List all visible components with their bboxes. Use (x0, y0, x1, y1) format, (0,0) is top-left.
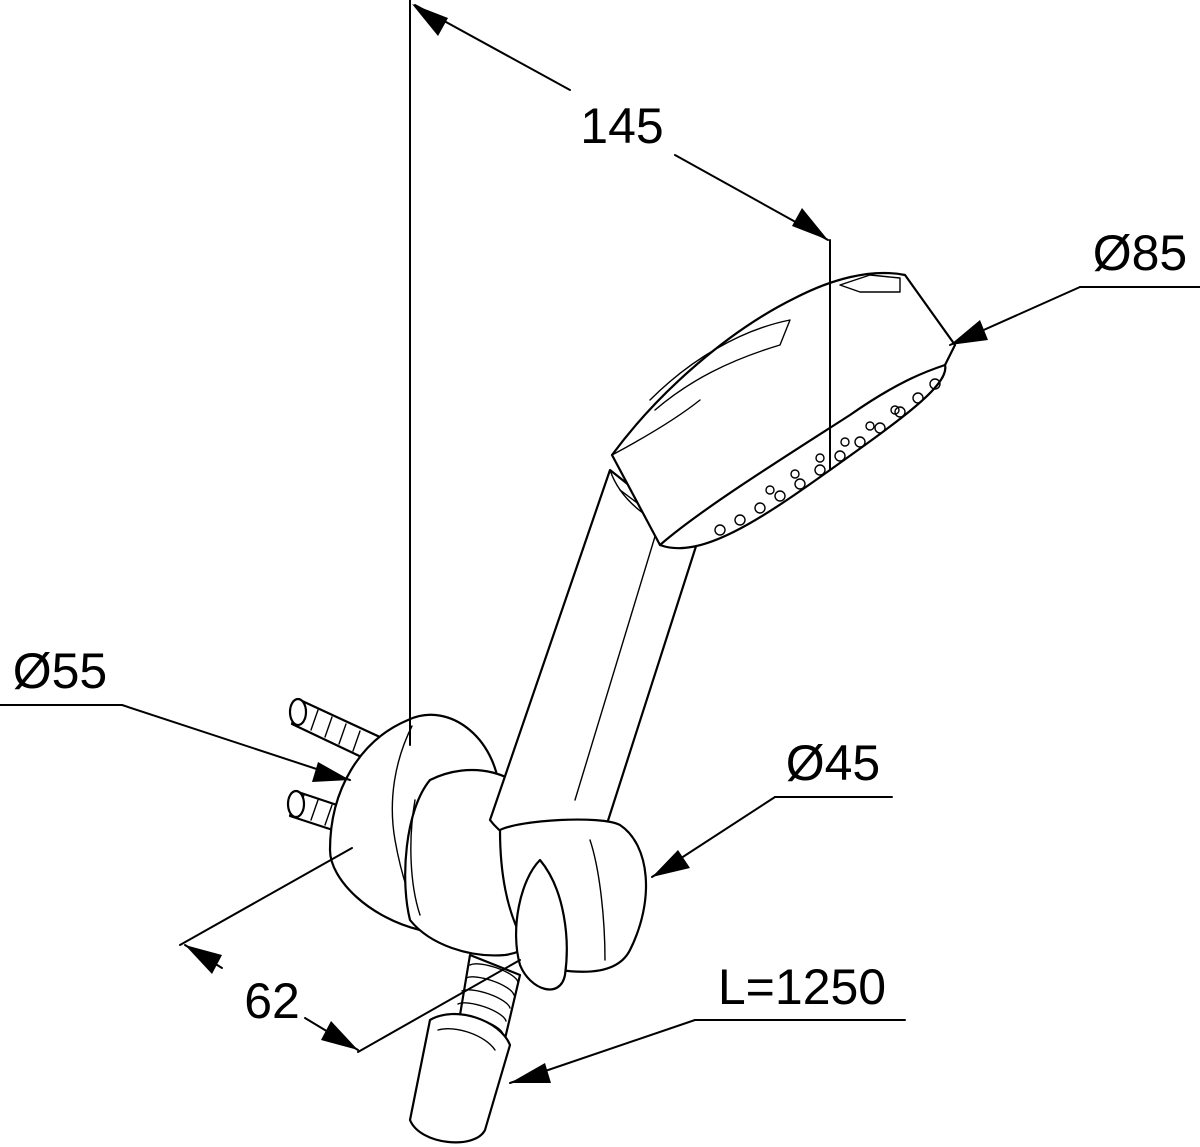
dimension-bracket-depth: 62 (179, 847, 521, 1053)
dimension-bracket-diameter: Ø55 (0, 643, 351, 782)
shower-head (610, 271, 957, 550)
shower-head-body (610, 271, 957, 547)
holder-diameter-label: Ø45 (786, 735, 881, 791)
holder-cradle (514, 858, 568, 991)
dimension-head-diameter: Ø85 (949, 225, 1200, 346)
total-length-label: 145 (580, 98, 663, 154)
bracket-depth-label: 62 (244, 973, 300, 1029)
wall-plugs (286, 697, 384, 836)
hose-cone-nut (408, 1012, 512, 1144)
wall-plug-lower (286, 789, 354, 836)
shower-hose (408, 953, 522, 1144)
shower-holder (498, 818, 648, 991)
dimension-total-length: 145 (409, 0, 831, 746)
dimension-holder-diameter: Ø45 (651, 735, 893, 878)
spray-nozzles (714, 378, 941, 536)
head-diameter-label: Ø85 (1093, 225, 1188, 281)
hose-length-label: L=1250 (718, 959, 886, 1015)
bracket-diameter-label: Ø55 (13, 643, 108, 699)
shower-head-spray-face (658, 363, 947, 550)
wall-plug-upper (288, 697, 384, 764)
dimension-hose-length: L=1250 (509, 959, 906, 1084)
